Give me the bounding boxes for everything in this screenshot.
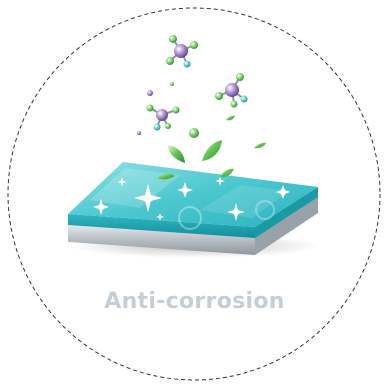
molecule-icon — [137, 35, 248, 135]
droplet-icon — [157, 115, 266, 180]
sparkle-icon — [93, 176, 290, 221]
caption-label: Anti-corrosion — [104, 289, 285, 314]
